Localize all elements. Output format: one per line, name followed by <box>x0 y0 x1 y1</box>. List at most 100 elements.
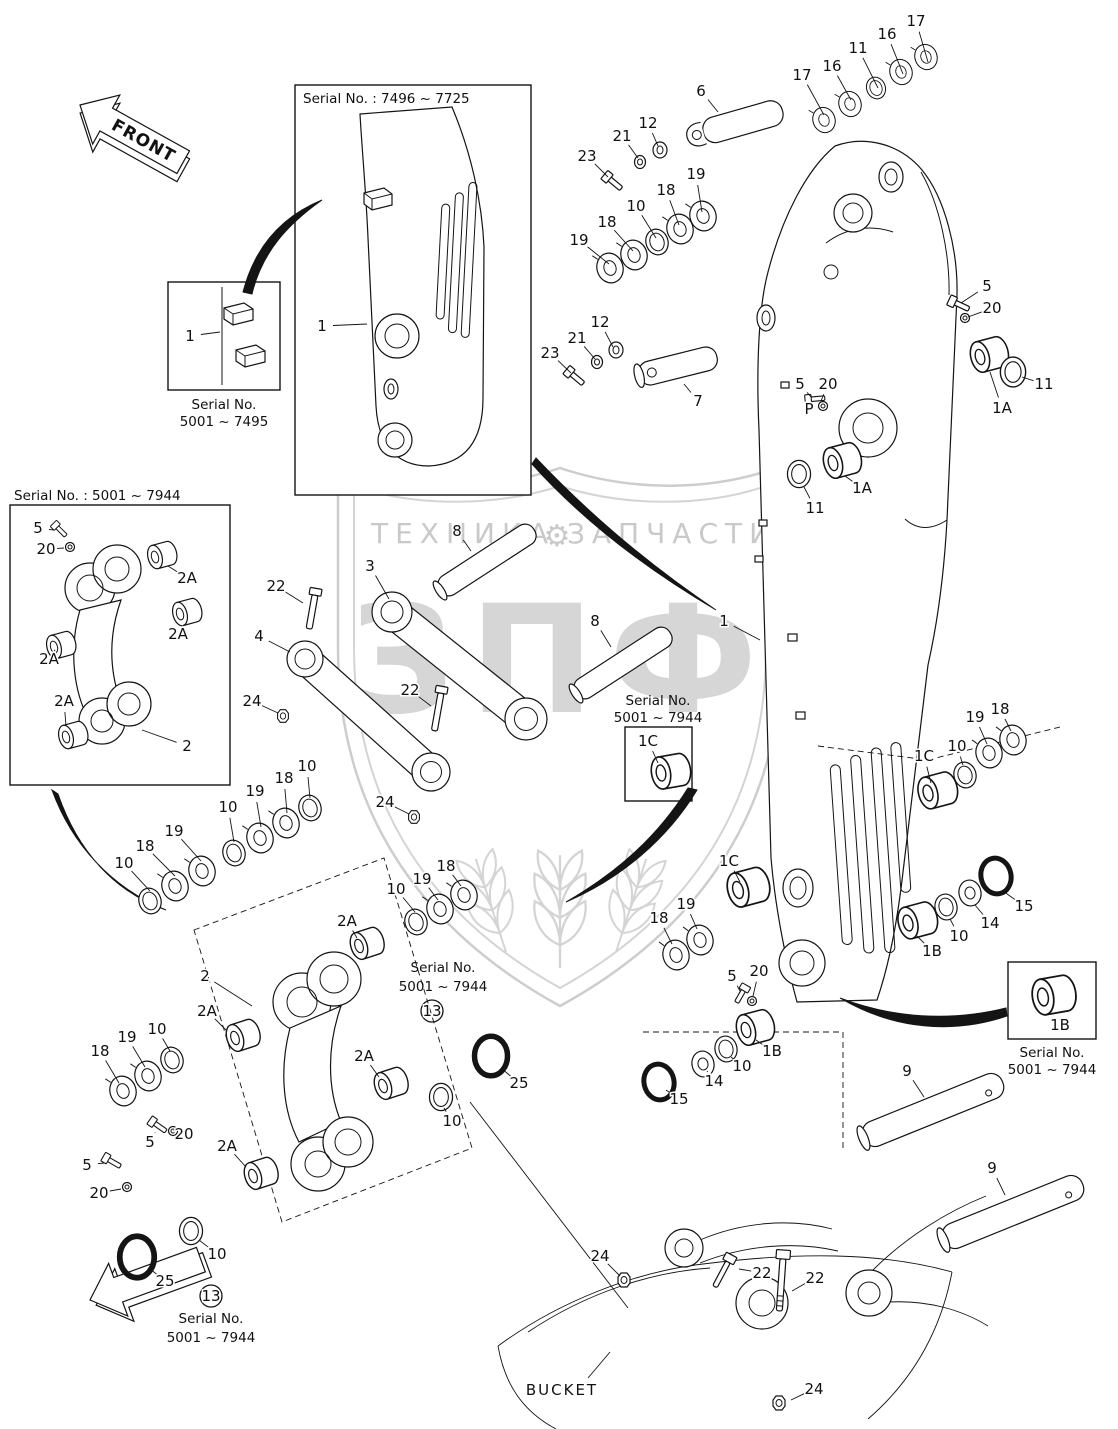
leader-line <box>641 215 657 239</box>
washer-14 <box>955 877 985 909</box>
part-label-2: 2 <box>182 737 192 755</box>
serial-box-left: Serial No. : 5001 ~ 7944 <box>9 488 231 786</box>
nut-24 <box>408 810 420 824</box>
shim-plate <box>885 54 917 89</box>
leader-line <box>989 371 999 398</box>
part-label-22: 22 <box>400 681 419 699</box>
leader-line <box>109 1188 122 1192</box>
leader-line <box>960 291 979 304</box>
boom-boss <box>838 398 898 458</box>
leader-line <box>918 31 929 63</box>
boom-pin-hole <box>756 304 776 332</box>
leader-line <box>706 1070 709 1073</box>
leader-line <box>173 1130 176 1132</box>
part-label-10: 10 <box>114 854 133 872</box>
part-label-1C: 1C <box>914 747 934 765</box>
o-ring <box>400 905 432 939</box>
leader-line <box>733 870 741 883</box>
part-label-19: 19 <box>117 1028 136 1046</box>
part-label-19: 19 <box>569 231 588 249</box>
bucket-boss <box>845 1269 893 1317</box>
part-label-1B: 1B <box>762 1042 782 1060</box>
o-ring <box>862 73 890 103</box>
leader-line <box>332 323 368 326</box>
part-label-21: 21 <box>567 329 586 347</box>
o-ring <box>428 1082 454 1112</box>
part-label-19: 19 <box>412 870 431 888</box>
part-label-18: 18 <box>436 857 455 875</box>
part-label-23: 23 <box>577 147 596 165</box>
leader-line <box>375 575 390 600</box>
part-label-1B: 1B <box>922 942 942 960</box>
part-label-18: 18 <box>990 700 1009 718</box>
part-label-24: 24 <box>590 1247 609 1265</box>
part-label-12: 12 <box>590 313 609 331</box>
leader-line <box>806 84 825 116</box>
leader-line <box>200 331 221 335</box>
bucket-boss <box>735 1276 789 1330</box>
leader-line <box>229 817 235 843</box>
leader-line <box>663 927 673 945</box>
serial-1b-line2: 5001 ~ 7944 <box>1008 1062 1097 1078</box>
serial-top-label: Serial No. : 7496 ~ 7725 <box>303 91 470 107</box>
leader-line <box>587 246 610 265</box>
part-label-1: 1 <box>185 327 195 345</box>
leader-line <box>48 528 55 531</box>
leader-line <box>152 853 176 877</box>
pin-9-upper <box>856 1072 1005 1151</box>
leader-line <box>594 163 609 178</box>
part-label-4: 4 <box>254 627 264 645</box>
bushing-2a <box>222 1016 265 1055</box>
part-label-21: 21 <box>612 127 631 145</box>
leader-line <box>443 1107 447 1112</box>
part-label-2: 2 <box>200 967 210 985</box>
shim-plate <box>910 39 942 74</box>
leader-line <box>97 1162 105 1165</box>
leader-line <box>949 918 955 927</box>
part-label-11: 11 <box>805 499 824 517</box>
h-link-bottom <box>272 951 374 1192</box>
serial-1c-line1: Serial No. <box>626 693 691 709</box>
bolt-5 <box>100 1151 124 1172</box>
leader-line <box>890 44 904 75</box>
part-label-14: 14 <box>704 1072 723 1090</box>
part-label-10: 10 <box>947 737 966 755</box>
boom-foot-eye <box>778 939 826 987</box>
washer-12 <box>652 141 668 159</box>
serial-clip-line2: 5001 ~ 7495 <box>180 414 269 430</box>
leader-line <box>803 486 811 499</box>
reference-lines <box>193 726 1061 1309</box>
part-label-2A: 2A <box>197 1002 218 1020</box>
serial-bottom13-line2: 5001 ~ 7944 <box>167 1330 256 1346</box>
part-label-22: 22 <box>805 1269 824 1287</box>
leader-line <box>979 726 988 745</box>
part-label-10: 10 <box>218 798 237 816</box>
bushing-2a <box>370 1064 413 1103</box>
part-label-18: 18 <box>90 1042 109 1060</box>
shim-plate <box>267 802 304 842</box>
pin-6 <box>686 100 784 147</box>
leader-line <box>557 360 572 374</box>
part-label-15: 15 <box>669 1090 688 1108</box>
leader-line <box>261 705 279 714</box>
leader-line <box>665 1089 671 1094</box>
leader-line <box>583 346 596 360</box>
nut-24 <box>277 709 289 723</box>
leader-line <box>607 1263 621 1277</box>
part-label-10: 10 <box>147 1020 166 1038</box>
watermark-logo: ЗПФ <box>349 574 772 748</box>
part-label-24: 24 <box>242 692 261 710</box>
bolt-22 <box>712 1251 738 1288</box>
part-label-2A: 2A <box>168 625 189 643</box>
leader-line <box>912 1079 925 1098</box>
watermark: ТЕХНИКА ⚙ ЗАПЧАСТИ ЗПФ <box>336 464 784 1008</box>
part-label-16: 16 <box>822 57 841 75</box>
bucket-boss <box>664 1228 704 1268</box>
leader-line <box>967 311 982 318</box>
bucket-label: BUCKET <box>526 1381 598 1399</box>
leader-line <box>628 144 639 159</box>
leader-line <box>669 200 680 226</box>
pin-9-lower <box>936 1174 1085 1253</box>
part-label-6: 6 <box>696 82 706 100</box>
part-label-14: 14 <box>980 914 999 932</box>
